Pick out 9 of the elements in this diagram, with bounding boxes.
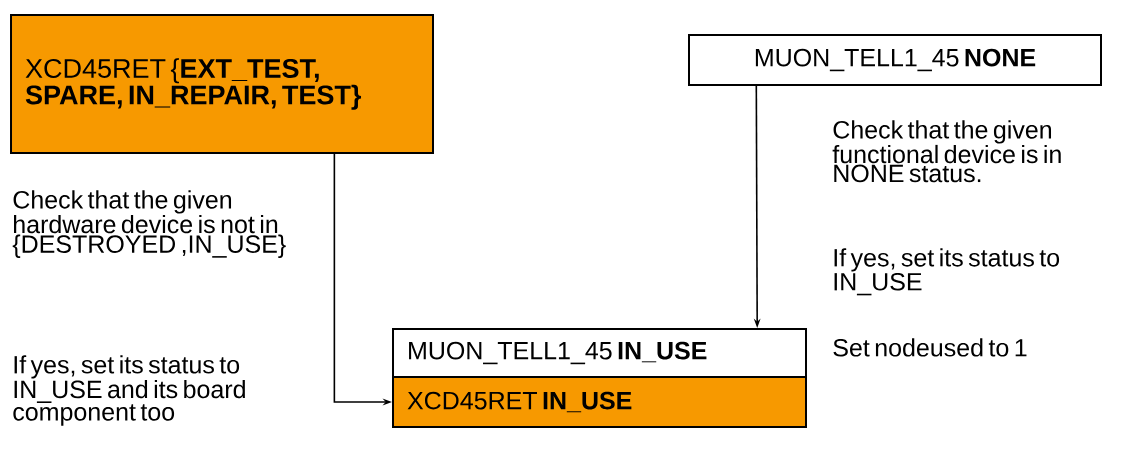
process-box: MUON_TELL1_45 IN_USE [392,328,807,378]
note-text: Set nodeused to 1 [833,338,1027,357]
process-box: MUON_TELL1_45 NONE [688,34,1102,86]
note-text: Check that the given functional device is in NONE status. [832,120,1061,183]
process-box: XCD45RET IN_USE [392,376,807,428]
note-text: If yes, set its status to IN_USE and its board component too [13,355,245,426]
note-text: If yes, set its status to IN_USE [834,248,1060,296]
process-box: XCD45RET {EXT_TEST, SPARE, IN_REPAIR, TEST} [10,14,434,154]
note-text: Check that the given hardware device is not in {DESTROYED ,IN_USE} [12,190,286,258]
